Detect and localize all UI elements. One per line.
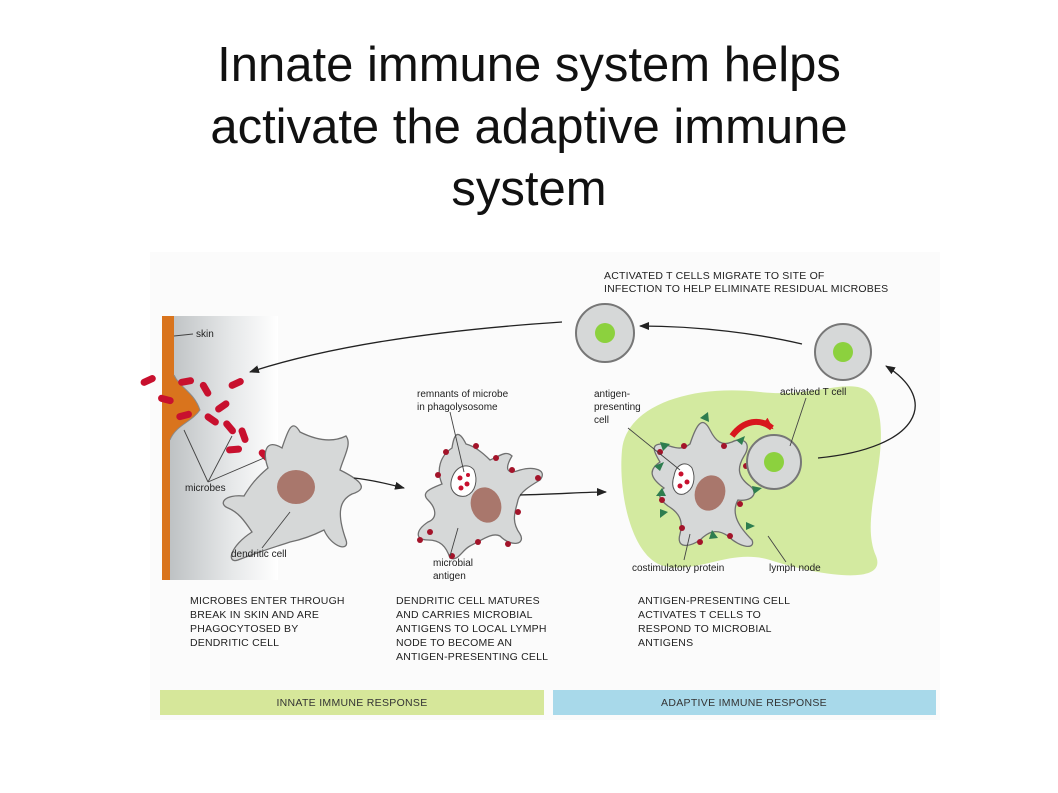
label-microbes: microbes <box>185 483 226 494</box>
top-caption-line-1: ACTIVATED T CELLS MIGRATE TO SITE OF <box>604 270 825 282</box>
nucleus <box>470 487 502 523</box>
dendritic-cell-2 <box>417 433 543 560</box>
label-microbial-antigen-2: antigen <box>433 571 466 582</box>
innate-response-band: INNATE IMMUNE RESPONSE <box>160 690 544 715</box>
t-cell-in-node <box>746 434 802 490</box>
slide-title: Innate immune system helps activate the … <box>60 34 998 220</box>
label-lymph-node: lymph node <box>769 563 821 574</box>
arrow-t-cell-activate <box>817 365 916 459</box>
step2-caption-line: ANTIGENS TO LOCAL LYMPH <box>396 623 547 635</box>
step3-caption-line: RESPOND TO MICROBIAL <box>638 623 772 635</box>
arrow-return-to-skin <box>249 321 563 374</box>
antigen-presenting-cell <box>651 422 755 547</box>
step2-caption-line: DENDRITIC CELL MATURES <box>396 595 540 607</box>
microbe <box>226 445 243 454</box>
top-caption-line-2: INFECTION TO HELP ELIMINATE RESIDUAL MIC… <box>604 283 888 295</box>
step1-caption: MICROBES ENTER THROUGH BREAK IN SKIN AND… <box>190 595 345 649</box>
label-apc-3: cell <box>594 415 609 426</box>
step3-caption: ANTIGEN-PRESENTING CELL ACTIVATES T CELL… <box>638 595 790 649</box>
arrow-t-cell-migrate <box>639 322 803 345</box>
label-apc-2: presenting <box>594 402 641 413</box>
nucleus <box>694 475 726 511</box>
step1-caption-line: BREAK IN SKIN AND ARE <box>190 609 319 621</box>
arrow-step1-step2 <box>353 477 405 490</box>
nucleus <box>277 470 315 504</box>
adaptive-band-label: ADAPTIVE IMMUNE RESPONSE <box>661 697 827 709</box>
label-remnants-1: remnants of microbe <box>417 389 509 400</box>
leader-lines <box>173 333 807 563</box>
microbe <box>158 394 174 405</box>
step2-caption-line: NODE TO BECOME AN <box>396 637 512 649</box>
step3-caption-line: ANTIGENS <box>638 637 693 649</box>
activation-arrow <box>729 417 774 438</box>
adaptive-response-band: ADAPTIVE IMMUNE RESPONSE <box>553 690 936 715</box>
title-line-1: Innate immune system helps <box>217 38 841 92</box>
microbe <box>228 378 244 389</box>
microbe <box>223 420 237 435</box>
step2-caption: DENDRITIC CELL MATURES AND CARRIES MICRO… <box>396 595 548 663</box>
title-line-2: activate the adaptive immune <box>210 100 848 154</box>
innate-band-label: INNATE IMMUNE RESPONSE <box>276 697 427 709</box>
label-skin: skin <box>196 329 214 340</box>
step3-caption-line: ANTIGEN-PRESENTING CELL <box>638 595 790 607</box>
label-costimulatory-protein: costimulatory protein <box>632 563 724 574</box>
phagolysosome <box>450 465 477 497</box>
microbe <box>178 377 195 386</box>
title-line-3: system <box>451 162 607 216</box>
microbe <box>199 381 212 397</box>
label-dendritic-cell: dendritic cell <box>231 549 287 560</box>
flow-arrows <box>249 321 916 497</box>
label-remnants-2: in phagolysosome <box>417 402 498 413</box>
activated-t-cell <box>814 323 872 381</box>
step3-caption-line: ACTIVATES T CELLS TO <box>638 609 761 621</box>
step1-caption-line: DENDRITIC CELL <box>190 637 279 649</box>
microbe <box>215 400 230 413</box>
label-apc-1: antigen- <box>594 389 630 400</box>
dendritic-cell-1 <box>222 425 362 562</box>
step2-caption-line: AND CARRIES MICROBIAL <box>396 609 533 621</box>
costimulatory-proteins <box>654 412 762 539</box>
microbe <box>176 410 192 421</box>
microbe <box>204 413 219 426</box>
step1-caption-line: MICROBES ENTER THROUGH <box>190 595 345 607</box>
label-activated-t-cell: activated T cell <box>780 387 846 398</box>
step2-caption-line: ANTIGEN-PRESENTING CELL <box>396 651 548 663</box>
microbial-antigen-dots <box>417 443 541 559</box>
microbe <box>238 427 249 443</box>
arrow-step2-step3 <box>519 488 607 497</box>
microbe <box>140 375 156 386</box>
label-microbial-antigen-1: microbial <box>433 558 473 569</box>
step1-caption-line: PHAGOCYTOSED BY <box>190 623 298 635</box>
migrating-t-cell <box>575 303 635 363</box>
